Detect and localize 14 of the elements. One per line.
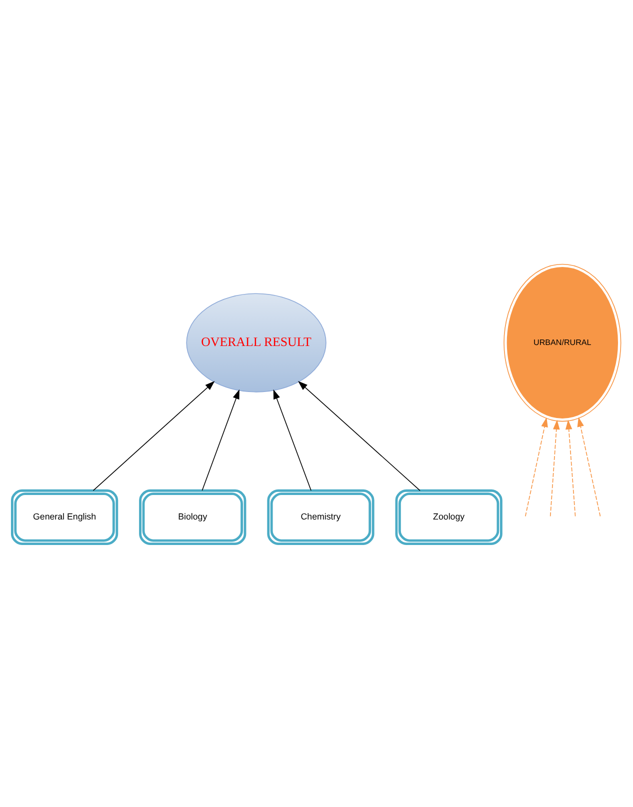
- arrow: [577, 416, 601, 516]
- arrow: [202, 388, 240, 490]
- node-ellipse: OVERALL RESULT: [186, 292, 326, 392]
- arrow: [524, 416, 548, 516]
- arrow: [565, 419, 576, 516]
- arrow: [273, 388, 312, 490]
- arrow: [92, 380, 215, 490]
- node-box: Biology: [139, 488, 246, 544]
- node-ellipse: URBAN/RURAL: [504, 263, 622, 422]
- node-box: Chemistry: [267, 488, 374, 544]
- node-box: General English: [10, 488, 118, 544]
- arrow: [550, 419, 560, 516]
- arrow: [298, 380, 420, 490]
- node-box: Zoology: [395, 488, 502, 544]
